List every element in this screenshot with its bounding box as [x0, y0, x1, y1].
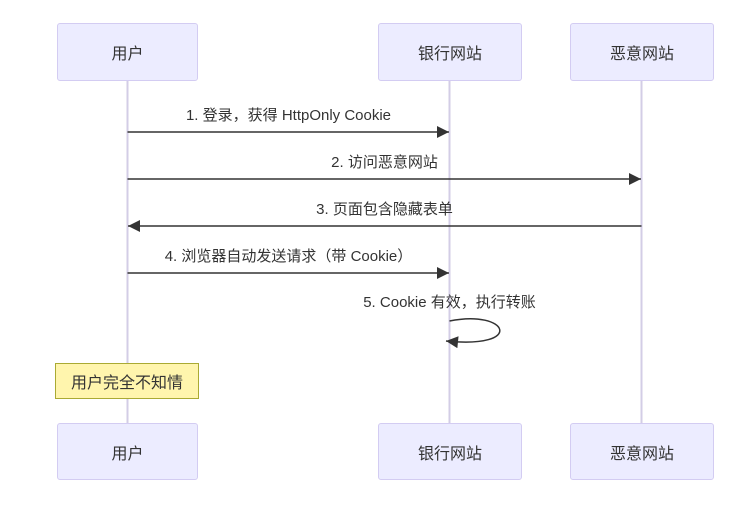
actor-label: 恶意网站 — [609, 46, 674, 63]
actor-label: 恶意网站 — [609, 445, 674, 463]
actor-top-user: 用户 — [57, 23, 198, 81]
message-label-5: 5. Cookie 有效，执行转账 — [363, 294, 536, 311]
actor-bottom-bank: 银行网站 — [378, 423, 522, 480]
message-label-1: 1. 登录，获得 HttpOnly Cookie — [185, 107, 392, 124]
actor-bottom-evil: 恶意网站 — [570, 423, 714, 480]
message-label-3: 3. 页面包含隐藏表单 — [316, 201, 453, 218]
actor-label: 银行网站 — [417, 46, 482, 63]
actor-label: 用户 — [111, 46, 144, 63]
note-label: 用户完全不知情 — [70, 375, 183, 392]
actor-top-evil: 恶意网站 — [570, 23, 714, 81]
message-label-2: 2. 访问恶意网站 — [331, 154, 438, 171]
actor-label: 银行网站 — [417, 445, 482, 463]
note-user-unaware: 用户完全不知情 — [55, 363, 199, 399]
message-label-4: 4. 浏览器自动发送请求（带 Cookie） — [164, 248, 413, 265]
actor-bottom-user: 用户 — [57, 423, 198, 480]
actor-label: 用户 — [111, 445, 144, 463]
actor-top-bank: 银行网站 — [378, 23, 522, 81]
message-self-loop-5 — [445, 317, 501, 349]
